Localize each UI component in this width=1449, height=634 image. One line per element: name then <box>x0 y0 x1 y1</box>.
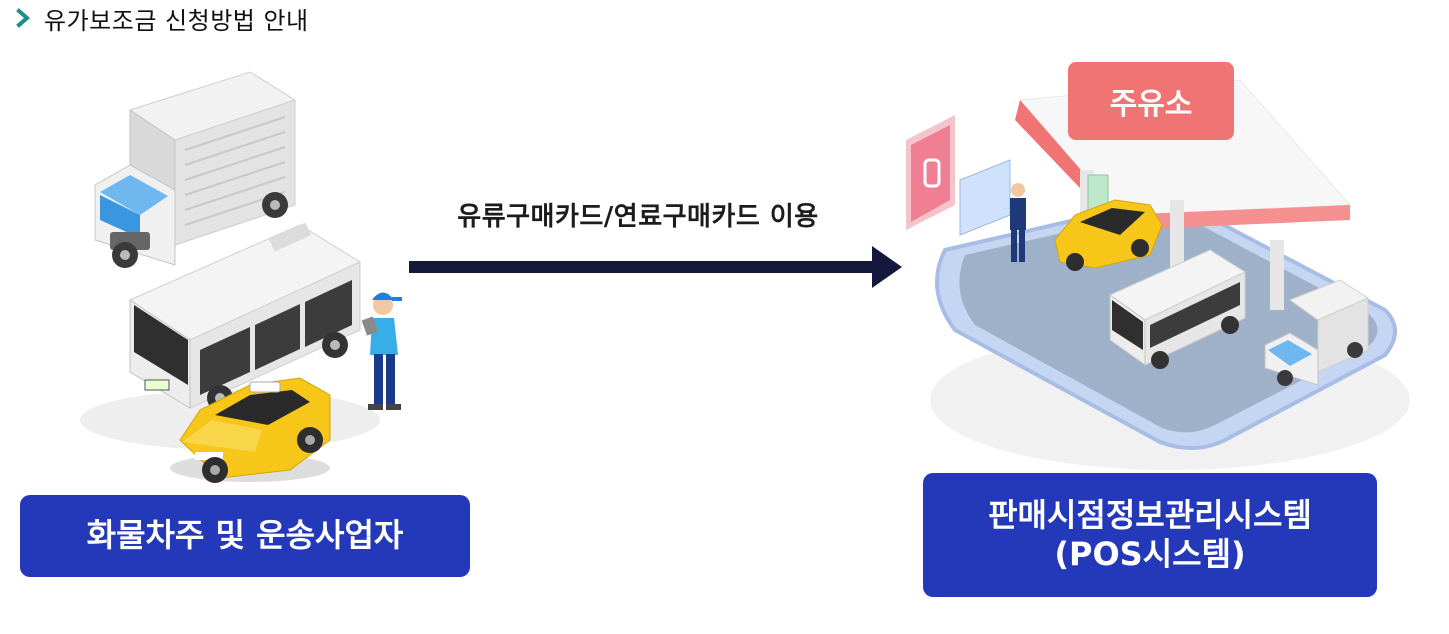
flow-arrow <box>409 246 902 288</box>
truck-owner-box: 화물차주 및 운송사업자 <box>20 495 470 577</box>
chevron-right-icon <box>16 8 31 28</box>
truck-owner-label: 화물차주 및 운송사업자 <box>86 516 404 555</box>
taxi-icon <box>1054 199 1163 271</box>
pos-system-label-line2: (POS시스템) <box>1054 535 1246 573</box>
bus-icon <box>1109 249 1247 369</box>
taxi-icon <box>170 377 331 483</box>
vehicle-group-illustration <box>80 71 402 483</box>
truck-icon <box>1264 279 1370 386</box>
arrow-label: 유류구매카드/연료구매카드 이용 <box>457 202 819 232</box>
pos-system-label-line1: 판매시점정보관리시스템 <box>988 495 1312 534</box>
pos-system-box: 판매시점정보관리시스템 (POS시스템) <box>923 473 1377 597</box>
gas-station-sign: 주유소 <box>1109 87 1193 122</box>
section-heading: 유가보조금 신청방법 안내 <box>14 2 309 35</box>
page-title: 유가보조금 신청방법 안내 <box>44 6 309 35</box>
worker-icon <box>361 292 402 410</box>
bus-icon <box>128 222 362 411</box>
gas-station-illustration <box>906 62 1410 470</box>
truck-icon <box>94 71 297 268</box>
